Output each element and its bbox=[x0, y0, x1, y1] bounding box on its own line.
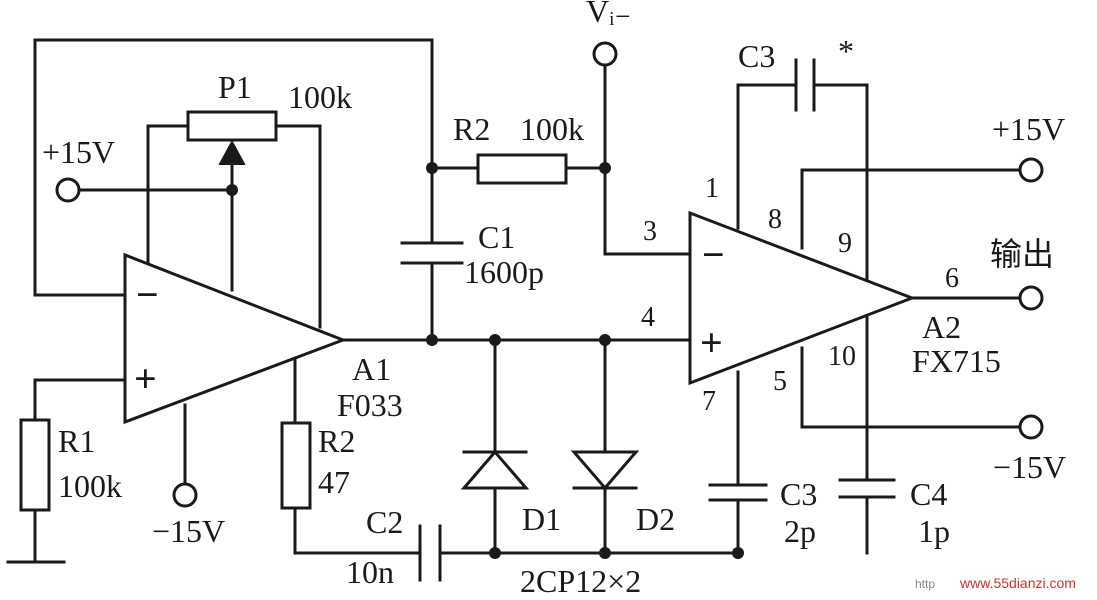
plus15-left-label: +15V bbox=[42, 134, 115, 170]
vin-label: Vᵢ₋ bbox=[586, 0, 631, 29]
r1-value: 100k bbox=[58, 468, 122, 504]
a1-part: F033 bbox=[337, 387, 403, 423]
a1-inverting-sign: − bbox=[136, 272, 159, 317]
pin-1: 1 bbox=[705, 173, 719, 204]
c4-label: C4 bbox=[910, 476, 947, 512]
terminal-minus15-right bbox=[1018, 414, 1044, 440]
potentiometer-wiper-arrow bbox=[218, 139, 246, 165]
c3-low-value: 2p bbox=[784, 513, 816, 549]
pin-4: 4 bbox=[641, 302, 655, 333]
pin-7: 7 bbox=[702, 386, 716, 417]
r2-top-value: 100k bbox=[520, 111, 584, 147]
capacitor-c4 bbox=[838, 478, 896, 499]
a2-noninverting-sign: + bbox=[700, 320, 723, 365]
plus15-right-label: +15V bbox=[992, 111, 1065, 147]
a1-label: A1 bbox=[352, 351, 391, 387]
op-amp-a2 bbox=[688, 210, 917, 386]
c4-value: 1p bbox=[918, 513, 950, 549]
diode-part-label: 2CP12×2 bbox=[520, 563, 641, 599]
r2-top-label: R2 bbox=[453, 111, 490, 147]
watermark-site: www.55dianzi.com bbox=[959, 575, 1076, 591]
capacitor-c3-2p bbox=[708, 483, 768, 502]
resistor-r2-47 bbox=[280, 421, 312, 510]
terminal-vin bbox=[592, 41, 618, 67]
terminal-plus15-left bbox=[55, 177, 81, 203]
pin-6: 6 bbox=[945, 263, 959, 294]
a2-label: A2 bbox=[922, 309, 961, 345]
c2-value: 10n bbox=[346, 554, 394, 590]
pin-9: 9 bbox=[838, 228, 852, 259]
r1-label: R1 bbox=[58, 423, 95, 459]
r2-low-label: R2 bbox=[318, 423, 355, 459]
pin-3: 3 bbox=[643, 216, 657, 247]
c1-label: C1 bbox=[478, 219, 515, 255]
minus15-right-label: −15V bbox=[993, 449, 1066, 485]
diode-d1 bbox=[460, 449, 530, 490]
p1-label: P1 bbox=[218, 69, 252, 105]
output-label: 输出 bbox=[990, 236, 1054, 272]
r2-low-value: 47 bbox=[318, 464, 350, 500]
terminal-output bbox=[1018, 285, 1044, 311]
d2-label: D2 bbox=[636, 501, 675, 537]
op-amp-a1 bbox=[123, 252, 348, 425]
c3-star: * bbox=[838, 33, 854, 69]
pin-10: 10 bbox=[828, 341, 856, 372]
p1-value: 100k bbox=[288, 79, 352, 115]
capacitor-c3-feedback bbox=[794, 58, 816, 112]
c3-low-label: C3 bbox=[780, 476, 817, 512]
c2-label: C2 bbox=[366, 504, 403, 540]
resistor-r2-100k bbox=[476, 153, 568, 185]
a2-part: FX715 bbox=[912, 343, 1001, 379]
d1-label: D1 bbox=[522, 501, 561, 537]
potentiometer-p1 bbox=[186, 110, 278, 142]
a2-inverting-sign: − bbox=[702, 232, 725, 277]
pin-8: 8 bbox=[768, 204, 782, 235]
a1-noninverting-sign: + bbox=[134, 356, 157, 401]
watermark-prefix: http bbox=[915, 577, 935, 591]
c1-value: 1600p bbox=[464, 254, 544, 290]
diode-d2 bbox=[570, 450, 640, 491]
terminal-plus15-right bbox=[1018, 157, 1044, 183]
junction-dots bbox=[226, 162, 744, 559]
pin-5: 5 bbox=[773, 366, 787, 397]
terminal-minus15-left bbox=[172, 482, 198, 508]
c3-top-label: C3 bbox=[738, 38, 775, 74]
capacitor-c1 bbox=[400, 241, 464, 265]
minus15-left-label: −15V bbox=[152, 513, 225, 549]
resistor-r1 bbox=[19, 418, 51, 512]
capacitor-c2 bbox=[418, 524, 442, 582]
